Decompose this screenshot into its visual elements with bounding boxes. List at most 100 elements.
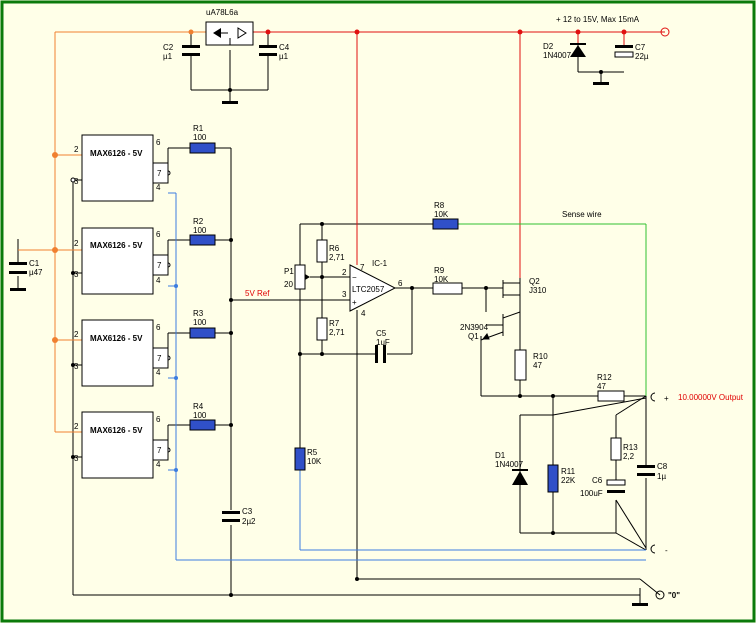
supply-label: + 12 to 15V, Max 15mA	[556, 15, 640, 24]
opamp-plus-sign: +	[352, 298, 357, 307]
resistor-r5: R5 10K	[294, 447, 322, 471]
junctions	[71, 70, 603, 597]
q1-name: Q1	[468, 332, 479, 341]
capacitor-c8: C8 1µ	[637, 462, 668, 481]
p1-name: P1	[284, 267, 294, 276]
r12-name: R12	[597, 373, 612, 382]
capacitor-c5: C5 1uF	[375, 329, 390, 363]
resistor-r11: R11 22K	[547, 464, 576, 493]
ref-1-pin: 3	[74, 177, 79, 186]
c7-value: 22µ	[635, 52, 649, 61]
ref-3-pin: 4	[156, 368, 161, 377]
r11-value: 22K	[561, 476, 576, 485]
supply-terminal[interactable]	[660, 27, 670, 37]
transistor-q2: Q2 J310	[502, 277, 547, 300]
r5-value: 10K	[307, 457, 322, 466]
opamp-pin: 2	[342, 268, 347, 277]
ref-3-pin: 2	[74, 330, 79, 339]
junctions-orange	[52, 29, 194, 343]
capacitor-c1: C1 µ47	[9, 259, 43, 277]
q1-type: 2N3904	[460, 323, 489, 332]
ref-2-pin: 2	[74, 239, 79, 248]
ref-block-2: MAX6126 - 5V 2 3 6 7 4	[74, 227, 169, 295]
resistor-r8: R8 10K	[432, 201, 459, 230]
r3-value: 100	[193, 318, 207, 327]
ref-3-pin: 7	[157, 354, 162, 363]
diode-d1: D1 1N4007	[495, 451, 528, 485]
r7-value: 2,71	[329, 328, 345, 337]
c6-value: 100uF	[580, 489, 603, 498]
ref-2-pin: 4	[156, 276, 161, 285]
pot-p1: P1 20	[284, 264, 310, 290]
resistor-r9: R9 10K	[432, 266, 463, 295]
ref-4-pin: 2	[74, 422, 79, 431]
d2-value: 1N4007	[543, 51, 572, 60]
c4-value: µ1	[279, 52, 289, 61]
ground-symbols	[10, 82, 648, 606]
r6-name: R6	[329, 244, 340, 253]
d1-value: 1N4007	[495, 460, 524, 469]
output-minus-terminal[interactable]	[650, 544, 656, 554]
ref-1-name: MAX6126 - 5V	[90, 149, 143, 158]
r10-value: 47	[533, 361, 542, 370]
wires-green	[458, 223, 647, 396]
c8-name: C8	[657, 462, 668, 471]
r6-value: 2,71	[329, 253, 345, 262]
ref-3-pin: 3	[74, 362, 79, 371]
r4-value: 100	[193, 411, 207, 420]
output-label: 10.00000V Output	[678, 393, 744, 402]
ref-3-pin: 6	[156, 323, 161, 332]
c3-name: C3	[242, 507, 253, 516]
r12-value: 47	[597, 382, 606, 391]
r3-name: R3	[193, 309, 204, 318]
regulator: uA78L6a	[205, 8, 254, 46]
zero-terminal[interactable]	[655, 590, 665, 600]
ref-1-pin: 7	[157, 169, 162, 178]
r13-value: 2,2	[623, 452, 635, 461]
c7-name: C7	[635, 43, 646, 52]
ref-2-pin: 3	[74, 270, 79, 279]
resistor-r10: R10 47	[514, 349, 548, 381]
c4-name: C4	[279, 43, 290, 52]
ref-label: 5V Ref	[245, 289, 270, 298]
r8-name: R8	[434, 201, 445, 210]
r7-name: R7	[329, 319, 340, 328]
junctions-red	[265, 29, 627, 35]
resistor-r4: R4 100	[189, 402, 216, 431]
opamp-pin: 4	[361, 309, 366, 318]
capacitor-c2: C2 µ1	[163, 43, 200, 61]
sense-wire-label: Sense wire	[562, 210, 602, 219]
ref-1-pin: 2	[74, 145, 79, 154]
d1-name: D1	[495, 451, 506, 460]
c2-name: C2	[163, 43, 174, 52]
r11-name: R11	[561, 467, 576, 476]
capacitor-c3: C3 2µ2	[222, 507, 256, 526]
wires-supply	[253, 31, 665, 278]
r2-value: 100	[193, 226, 207, 235]
resistor-r7: R7 2,71	[316, 317, 345, 341]
junctions-blue	[174, 284, 178, 472]
resistor-r12: R12 47	[597, 373, 625, 402]
ref-2-pin: 6	[156, 230, 161, 239]
c1-value: µ47	[29, 268, 43, 277]
opamp-minus-sign: −	[352, 273, 357, 282]
c5-name: C5	[376, 329, 387, 338]
r10-name: R10	[533, 352, 548, 361]
resistor-r1: R1 100	[189, 124, 216, 154]
r1-name: R1	[193, 124, 204, 133]
ref-block-3: MAX6126 - 5V 2 3 6 7 4	[74, 319, 169, 387]
c5-value: 1uF	[376, 338, 390, 347]
ref-3-name: MAX6126 - 5V	[90, 334, 143, 343]
capacitor-c7: C7 22µ	[614, 43, 649, 61]
output-plus-terminal[interactable]	[650, 392, 656, 402]
ref-2-name: MAX6126 - 5V	[90, 241, 143, 250]
r1-value: 100	[193, 133, 207, 142]
opamp-ic1: − + LTC2057 IC-1 2 3 4 6 7	[342, 259, 403, 318]
transistor-q1: 2N3904 Q1	[460, 311, 521, 341]
terminals	[650, 27, 670, 600]
r4-name: R4	[193, 402, 204, 411]
c3-value: 2µ2	[242, 517, 256, 526]
ref-4-pin: 7	[157, 446, 162, 455]
opamp-pin: 6	[398, 279, 403, 288]
ref-4-name: MAX6126 - 5V	[90, 426, 143, 435]
